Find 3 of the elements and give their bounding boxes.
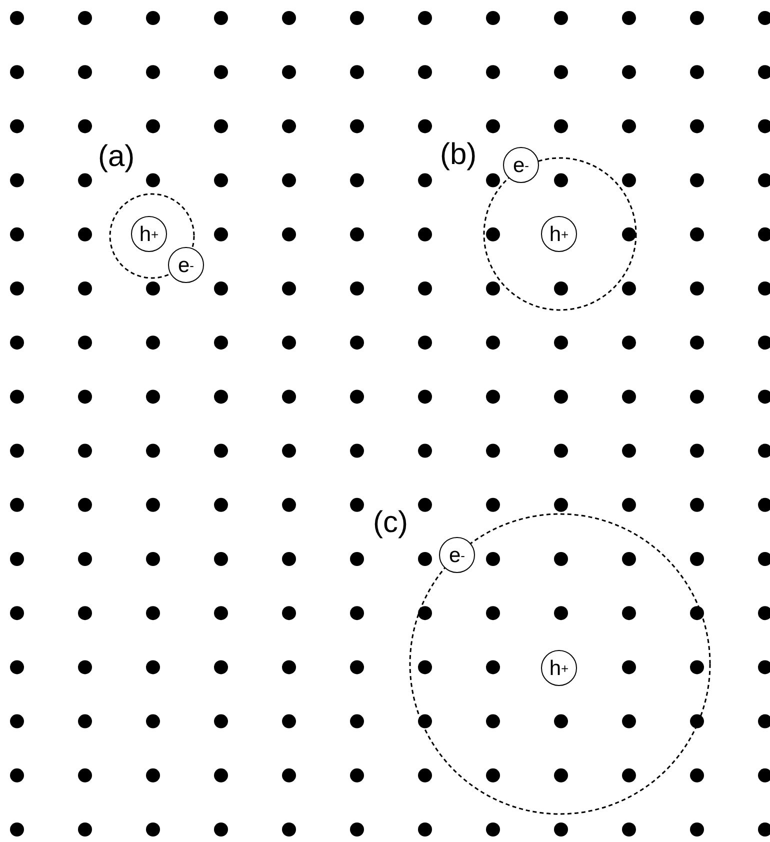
panel-label: (a) (98, 142, 135, 172)
panel-label: (c) (373, 508, 408, 538)
panel-label: (b) (440, 140, 477, 170)
